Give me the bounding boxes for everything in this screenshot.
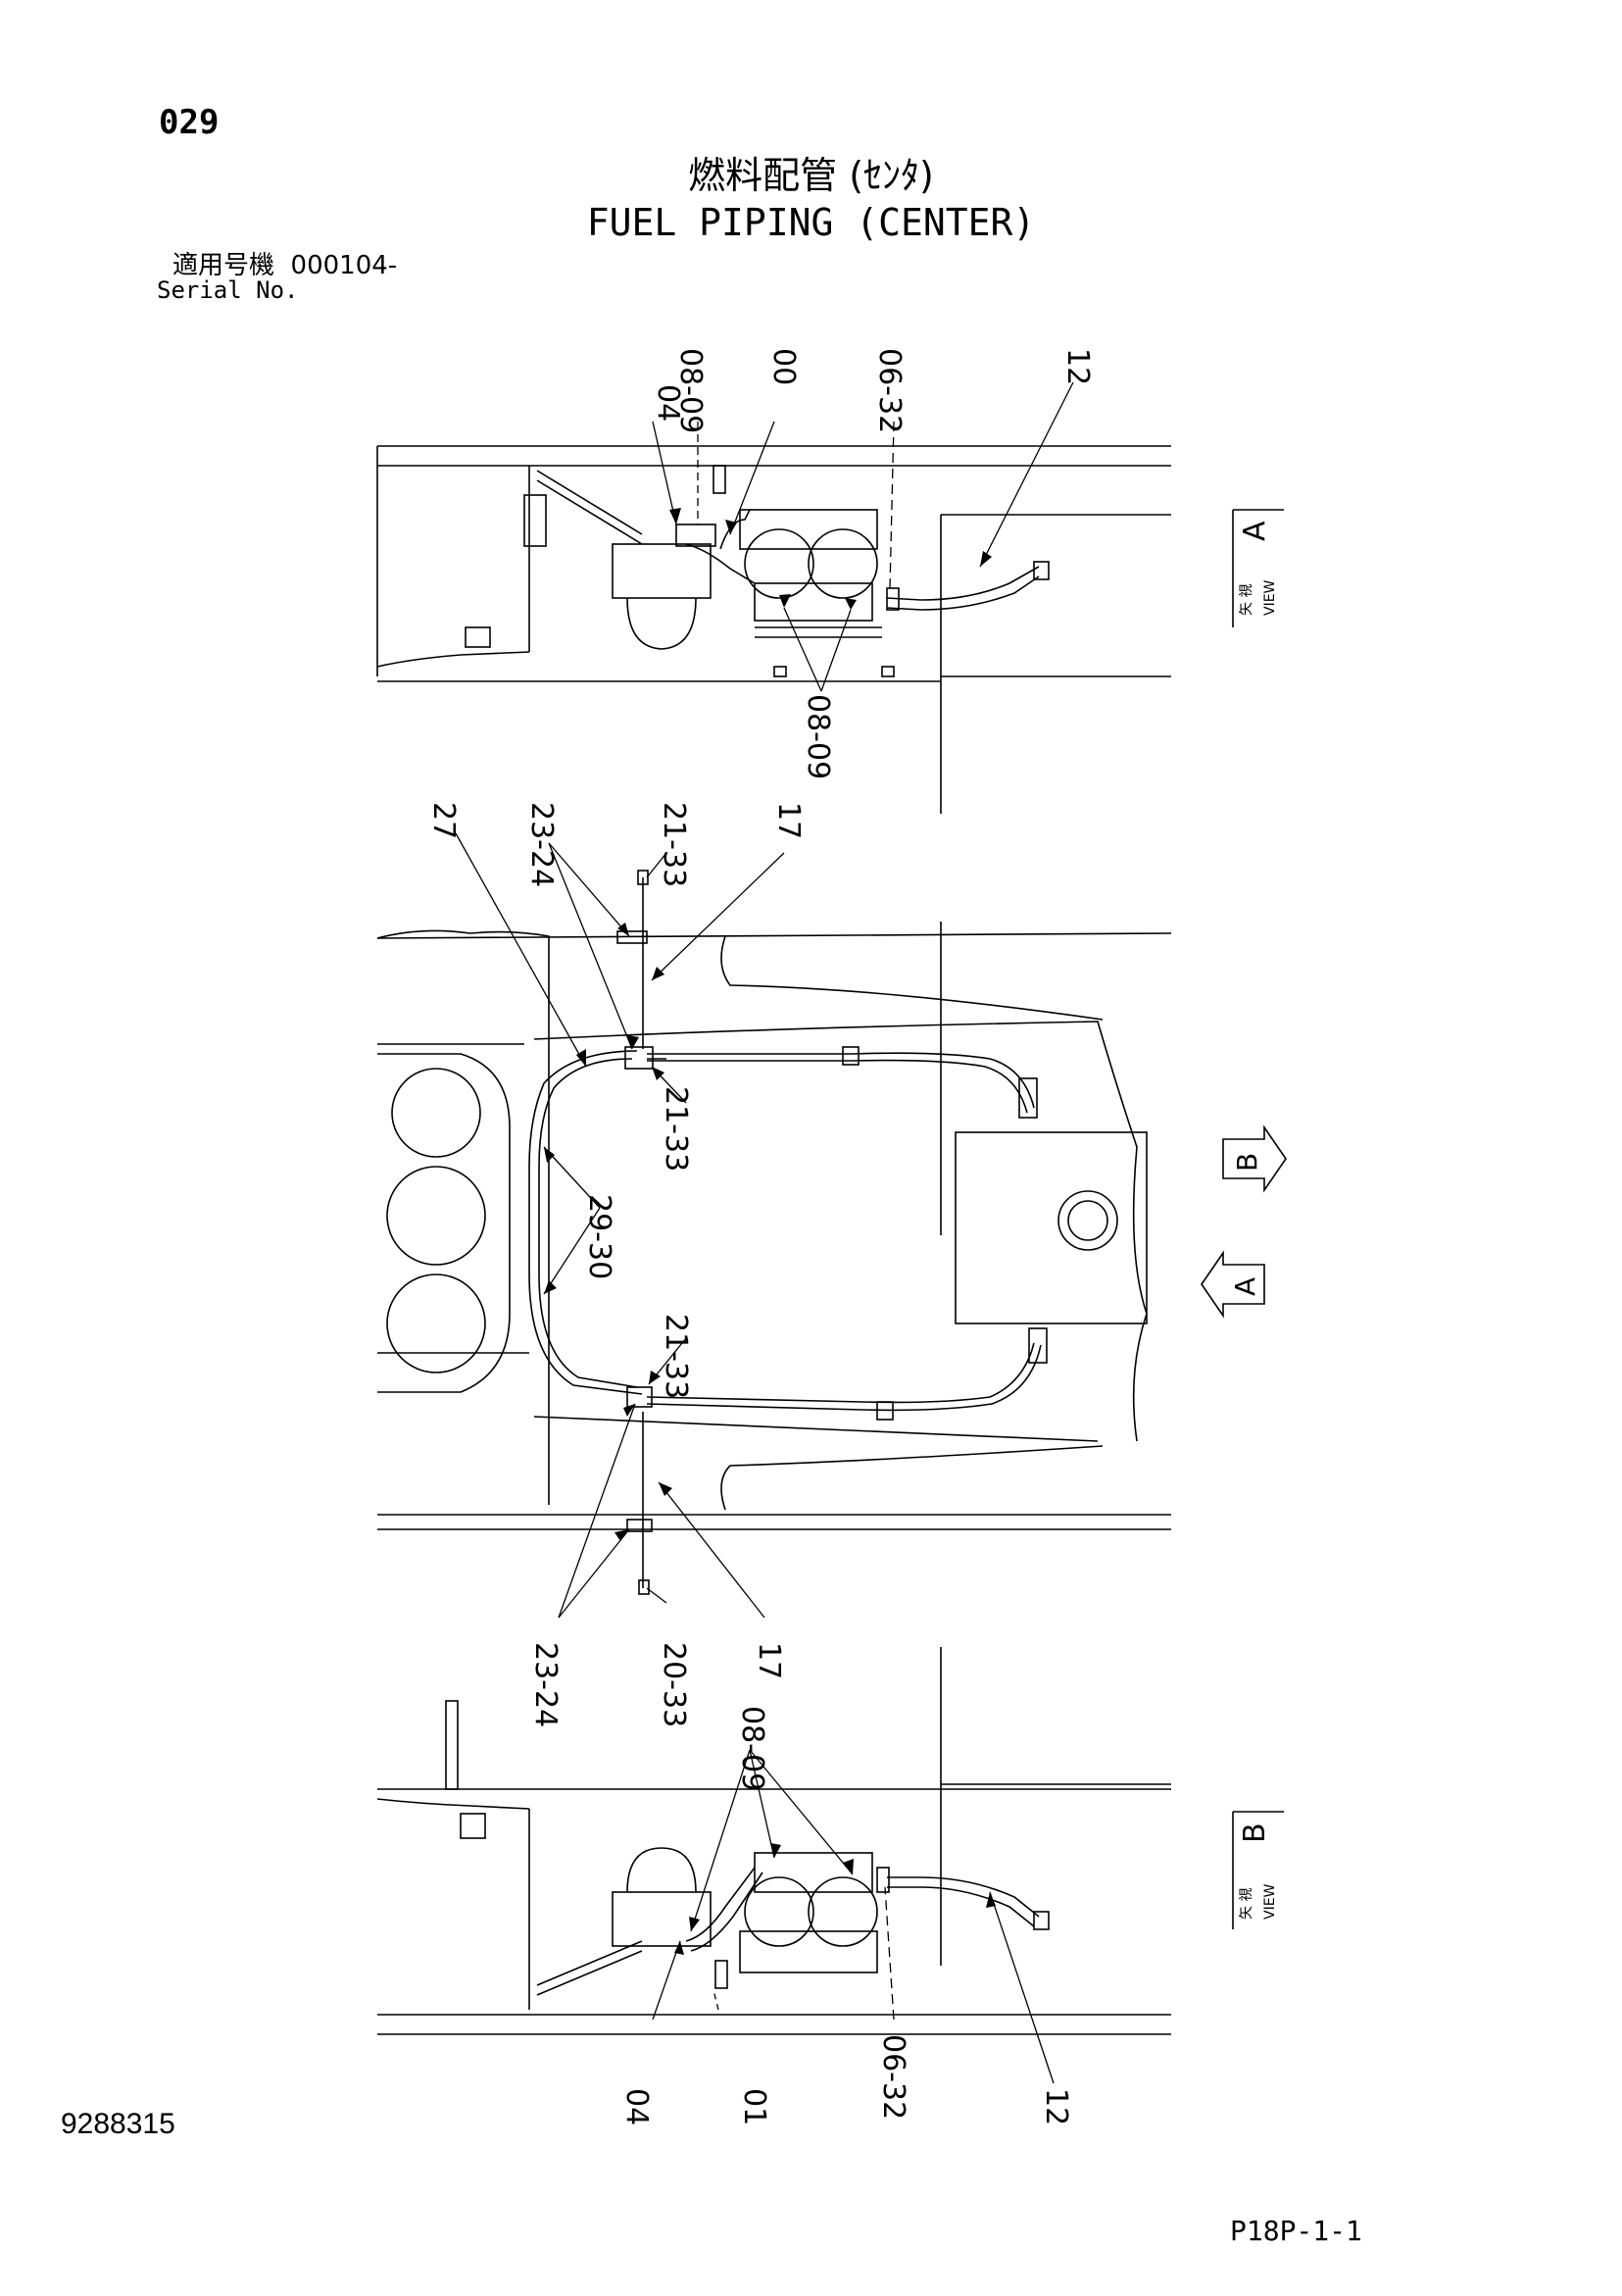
serial-label-jp: 適用号機 — [172, 251, 275, 280]
view-a-letter: A — [1238, 521, 1272, 541]
callout-23-24-lower: 23-24 — [528, 1642, 563, 1727]
title-english: FUEL PIPING (CENTER) — [586, 201, 1036, 244]
top-view — [376, 445, 1171, 814]
arrow-a-letter: A — [1229, 1277, 1261, 1296]
callout-17-upper: 17 — [771, 802, 806, 839]
bottom-view — [376, 1647, 1171, 2035]
view-b-letter: B — [1238, 1822, 1272, 1843]
callout-04-top: 04 — [651, 384, 685, 422]
view-b-box — [1232, 1811, 1284, 1929]
leader-lines — [455, 381, 1074, 2084]
callout-21-33-mid1: 21-33 — [659, 1086, 693, 1172]
callout-29-30: 29-30 — [582, 1194, 616, 1279]
reference-code: P18P-1-1 — [1230, 2215, 1362, 2247]
view-a-box — [1232, 509, 1284, 627]
page-number: 029 — [159, 103, 220, 142]
callouts-middle: 27 23-24 21-33 17 21-33 29-30 21-33 23-2… — [426, 802, 806, 1727]
view-labels: A 矢 視 VIEW B 矢 視 VIEW B A — [1229, 521, 1278, 1920]
arrow-b-shape — [1222, 1124, 1287, 1193]
callout-23-24-upper: 23-24 — [524, 802, 559, 887]
arrow-b-letter: B — [1231, 1153, 1263, 1172]
callout-20-33: 20-33 — [657, 1642, 691, 1727]
leader-arrowheads — [544, 508, 996, 1955]
serial-value: 000104- — [290, 251, 398, 280]
middle-view — [376, 870, 1172, 1595]
callout-12-bottom: 12 — [1039, 2088, 1073, 2125]
callouts-top: 04 08-09 00 06-32 12 08-09 — [651, 348, 1095, 779]
view-b-label-en: VIEW — [1262, 1883, 1278, 1920]
callout-01-bottom: 01 — [737, 2088, 771, 2125]
view-a-label-en: VIEW — [1262, 579, 1278, 616]
callout-12-top: 12 — [1060, 348, 1095, 385]
callout-08-09-bottom: 08-09 — [735, 1706, 769, 1791]
view-a-label-jp: 矢 視 — [1239, 584, 1254, 616]
callout-17-lower: 17 — [752, 1642, 786, 1679]
arrow-a-shape — [1201, 1250, 1265, 1319]
callout-00-top: 00 — [766, 348, 801, 385]
callout-21-33-mid2: 21-33 — [659, 1314, 693, 1399]
view-b-label-jp: 矢 視 — [1239, 1888, 1254, 1920]
callouts-bottom: 08-09 04 01 06-32 12 — [619, 1706, 1073, 2125]
serial-label-english: Serial No. — [157, 276, 299, 304]
serial-label: 適用号機 000104- — [172, 253, 397, 278]
callout-04-bottom: 04 — [619, 2088, 654, 2125]
callout-08-09-top-lower: 08-09 — [801, 694, 835, 779]
document-number: 9288315 — [61, 2108, 175, 2140]
callout-06-32-top: 06-32 — [872, 348, 907, 433]
title-japanese: 燃料配管 (ｾﾝﾀ) — [688, 154, 934, 197]
callout-08-09-top: 08-09 — [673, 348, 708, 433]
callout-06-32-bottom: 06-32 — [876, 2034, 910, 2120]
callout-21-33-upper: 21-33 — [657, 802, 691, 887]
callout-27: 27 — [426, 802, 461, 839]
